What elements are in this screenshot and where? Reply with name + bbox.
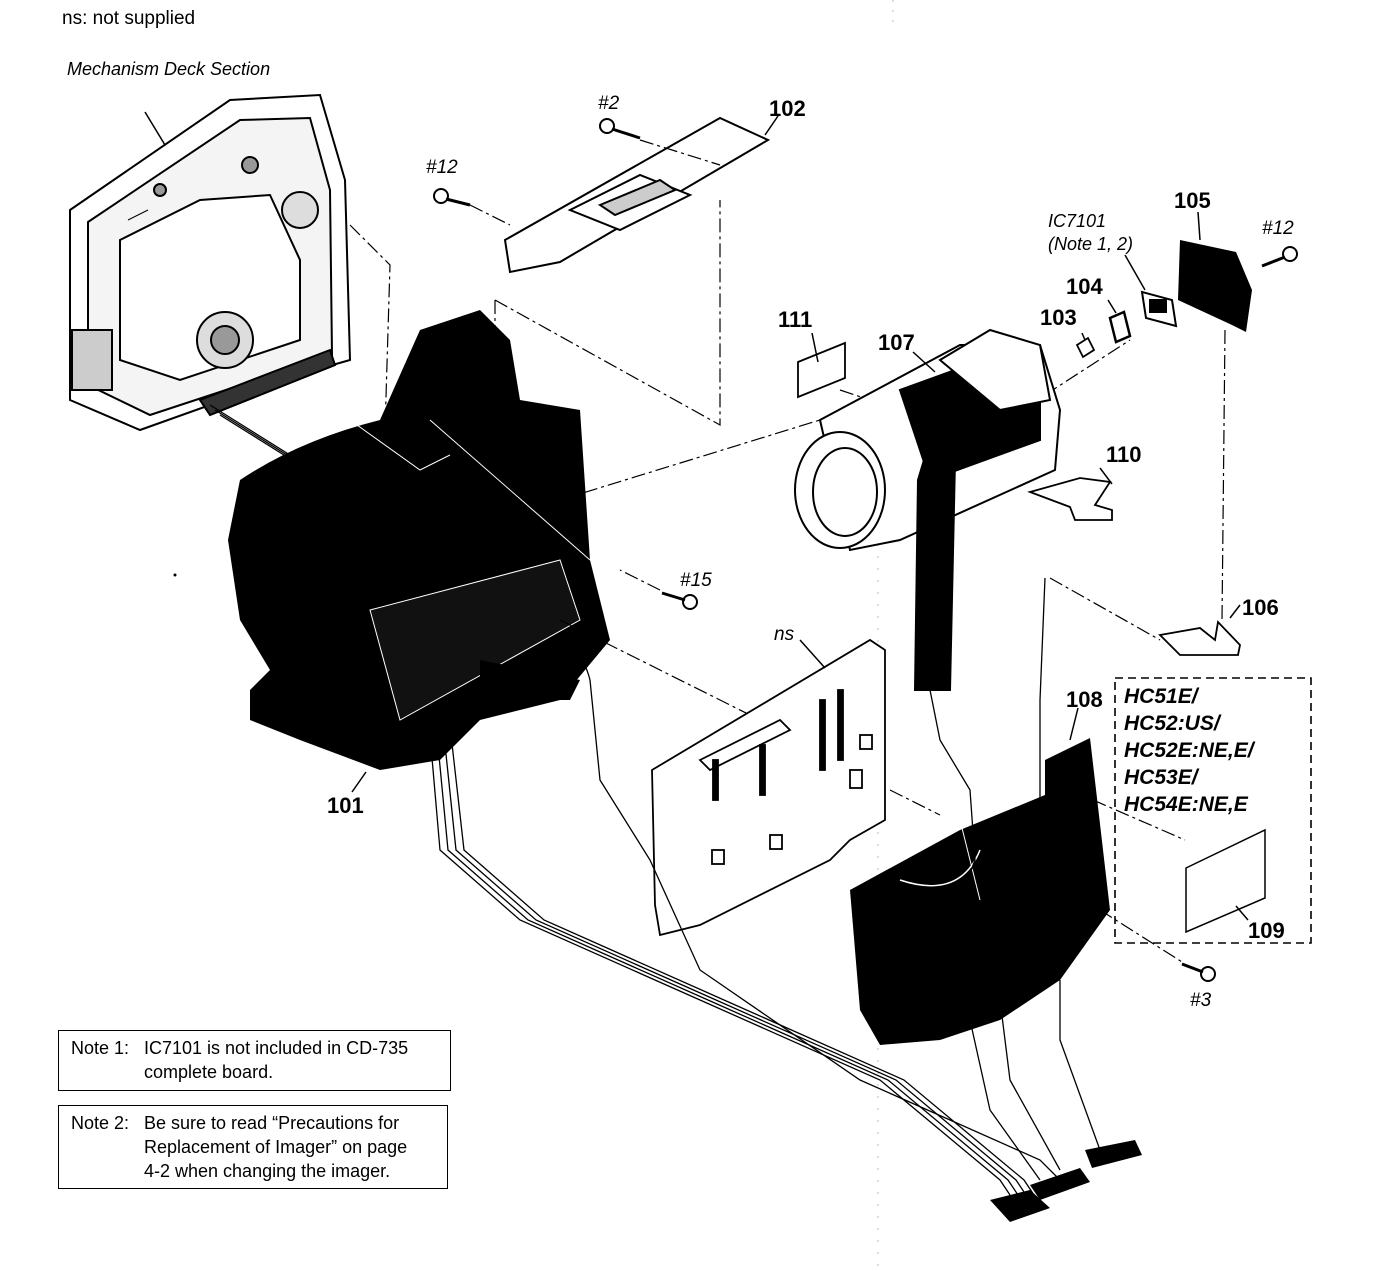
label-109: [1185, 828, 1266, 934]
part-109-label: 109: [1248, 918, 1285, 943]
bracket-102: [503, 116, 771, 274]
model-item: HC52:US/: [1124, 712, 1220, 735]
part-110-label: 110: [1106, 442, 1142, 467]
model-item: HC54E:NE,E: [1124, 793, 1248, 816]
screw-12-right-label: #12: [1262, 218, 1294, 239]
part-101-label: 101: [327, 793, 364, 818]
model-variant-box: [1114, 677, 1312, 944]
note-2-box: Note 2: Be sure to read “Precautions for…: [58, 1105, 448, 1189]
part-111-label: 111: [778, 307, 813, 332]
board-108: [850, 738, 1110, 1045]
part-106-label: 106: [1242, 595, 1279, 620]
part-102-label: 102: [769, 96, 806, 121]
flex-connectors: [990, 1140, 1142, 1222]
screw-15: [661, 591, 698, 610]
part-105-label: 105: [1174, 188, 1211, 213]
note-2-label: Note 2:: [71, 1113, 130, 1133]
filter-104: [1108, 310, 1132, 344]
screw-15-label: #15: [680, 570, 712, 591]
sheet-111: [797, 341, 846, 399]
screw-3: [1181, 962, 1216, 982]
model-item: HC52E:NE,E/: [1124, 739, 1254, 762]
screw-12-left-label: #12: [426, 157, 458, 178]
screw-2: [599, 118, 641, 140]
note-2-text: Be sure to read “Precautions for Replace…: [144, 1113, 408, 1181]
ic7101-note-ref: (Note 1, 2): [1048, 234, 1134, 254]
screw-2-label: #2: [598, 93, 620, 114]
sheet-103: [1075, 336, 1096, 359]
camera-block-101: [228, 310, 610, 770]
part-107-label: 107: [878, 330, 915, 355]
sheet-106: [1158, 620, 1241, 656]
flex-cables: [429, 577, 1101, 1196]
note-1-box: Note 1: IC7101 is not included in CD-735…: [58, 1030, 451, 1091]
screw-12-left: [433, 188, 471, 207]
sheet-110: [1027, 477, 1113, 521]
model-item: HC53E/: [1124, 766, 1198, 789]
note-1-label: Note 1:: [71, 1038, 130, 1058]
imager-ic7101: [1140, 290, 1178, 328]
note-1-text: IC7101 is not included in CD-735 complet…: [144, 1038, 409, 1082]
part-104-label: 104: [1066, 274, 1103, 299]
ic7101-label: IC7101: [1048, 211, 1107, 231]
screw-12-right: [1261, 246, 1298, 268]
part-108-label: 108: [1066, 687, 1103, 712]
frame-ns: [651, 638, 886, 937]
cd-board-105: [1178, 240, 1252, 332]
part-103-label: 103: [1040, 305, 1077, 330]
ns-marker-label: ns: [774, 624, 795, 645]
mechanism-deck-section-title: Mechanism Deck Section: [67, 59, 271, 79]
mechanism-deck: [69, 93, 352, 432]
screw-3-label: #3: [1190, 990, 1212, 1011]
ns-legend: ns: not supplied: [62, 8, 196, 29]
model-item: HC51E/: [1124, 685, 1198, 708]
lens-block-107: [794, 328, 1062, 691]
